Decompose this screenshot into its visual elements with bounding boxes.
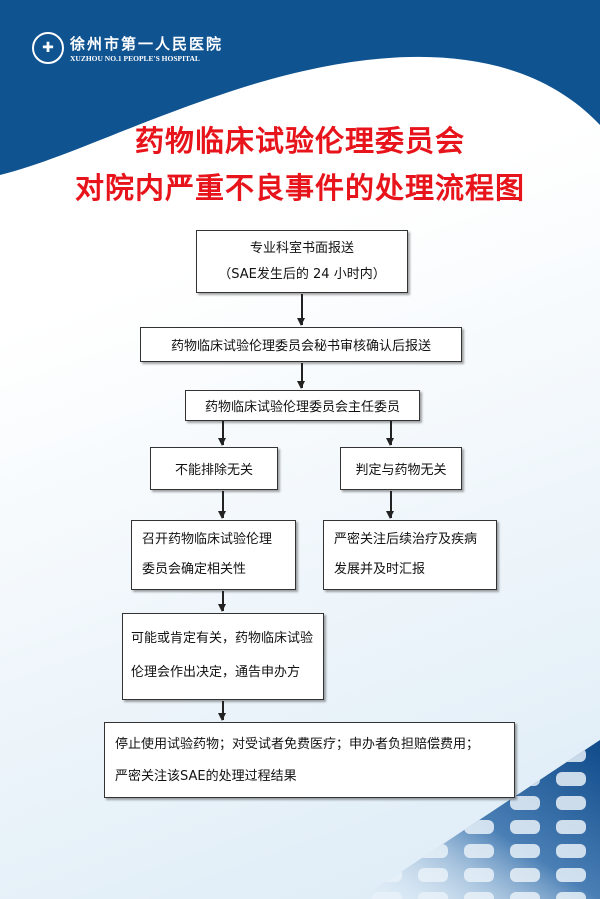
step-report-line1: 专业科室书面报送 <box>249 240 354 256</box>
final-action-line2: 严密关注该SAE的处理过程结果 <box>115 769 297 784</box>
left-step2-line1: 可能或肯定有关，药物临床试验 <box>131 631 314 646</box>
right-step1-line1: 严密关注后续治疗及疾病 <box>334 532 478 547</box>
branch-right-text: 判定与药物无关 <box>355 463 447 478</box>
right-step1-box: 严密关注后续治疗及疾病 发展并及时汇报 <box>323 520 497 590</box>
right-step1-line2: 发展并及时汇报 <box>334 562 426 577</box>
branch-left-text: 不能排除无关 <box>174 463 253 478</box>
arrow <box>219 701 225 721</box>
left-step1-box: 召开药物临床试验伦理 委员会确定相关性 <box>131 520 296 590</box>
branch-right-box: 判定与药物无关 <box>340 447 462 490</box>
title-line-1: 药物临床试验伦理委员会 <box>134 124 465 158</box>
left-step2-line2: 伦理会作出决定，通告申办方 <box>131 665 301 680</box>
hospital-name-cn: 徐州市第一人民医院 <box>70 35 224 53</box>
final-action-box: 停止使用试验药物；对受试者免费医疗；申办者负担赔偿费用； 严密关注该SAE的处理… <box>104 722 515 798</box>
hospital-name-en: XUZHOU NO.1 PEOPLE'S HOSPITAL <box>70 54 200 63</box>
title-line-2: 对院内严重不良事件的处理流程图 <box>74 171 525 205</box>
left-step1-line2: 委员会确定相关性 <box>142 562 247 577</box>
arrow <box>219 591 225 612</box>
arrow <box>219 491 225 519</box>
step-secretary-text: 药物临床试验伦理委员会秘书审核确认后报送 <box>170 339 431 354</box>
left-step1-line1: 召开药物临床试验伦理 <box>142 532 273 547</box>
arrow <box>298 363 304 389</box>
step-report-box: 专业科室书面报送 （SAE发生后的 24 小时内） <box>196 230 408 293</box>
final-action-line1: 停止使用试验药物；对受试者免费医疗；申办者负担赔偿费用； <box>115 737 480 752</box>
left-step2-box: 可能或肯定有关，药物临床试验 伦理会作出决定，通告申办方 <box>122 613 324 700</box>
arrow <box>387 491 393 519</box>
arrow <box>298 294 304 326</box>
arrow <box>219 421 225 446</box>
step-chair-text: 药物临床试验伦理委员会主任委员 <box>204 400 400 415</box>
hospital-seal-icon: ✚ <box>32 32 64 64</box>
step-secretary-box: 药物临床试验伦理委员会秘书审核确认后报送 <box>140 327 462 362</box>
step-report-line2: （SAE发生后的 24 小时内） <box>218 266 386 282</box>
branch-left-box: 不能排除无关 <box>150 447 278 490</box>
arrow <box>387 421 393 446</box>
hospital-logo: ✚ 徐州市第一人民医院 XUZHOU NO.1 PEOPLE'S HOSPITA… <box>32 32 223 64</box>
step-chair-box: 药物临床试验伦理委员会主任委员 <box>185 390 420 421</box>
